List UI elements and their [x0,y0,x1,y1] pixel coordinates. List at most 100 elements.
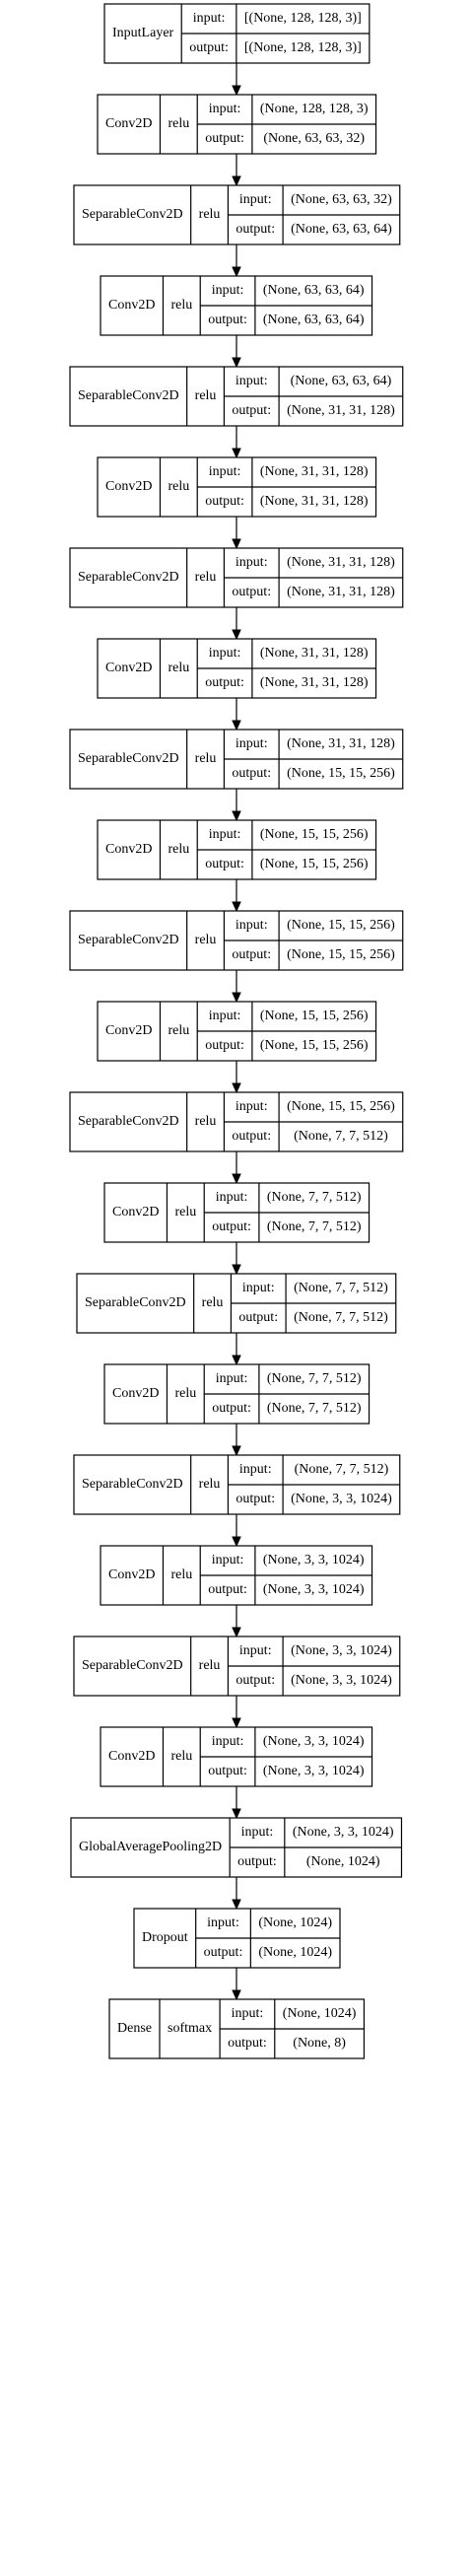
output-shape: (None, 7, 7, 512) [267,1219,362,1234]
output-label: output: [232,947,271,962]
arrowhead [232,538,241,550]
output-shape: (None, 31, 31, 128) [287,585,395,599]
arrowhead [232,1627,241,1638]
layer-node: GlobalAveragePooling2Dinput:output:(None… [70,1817,403,1878]
output-shape: (None, 15, 15, 256) [260,857,369,871]
layer-activation: relu [195,933,217,947]
layer-name: SeparableConv2D [82,1477,183,1492]
output-label: output: [232,403,271,418]
output-shape: (None, 3, 3, 1024) [263,1764,365,1778]
arrowhead [232,1173,241,1185]
input-label: input: [236,918,268,933]
input-shape: (None, 7, 7, 512) [295,1462,389,1477]
arrowhead [232,720,241,731]
output-label: output: [208,1582,247,1597]
input-label: input: [209,646,241,661]
layer-node: Conv2D relu input: output: (None, 7, 7, 512)… [103,1182,371,1243]
input-shape: (None, 3, 3, 1024) [263,1734,365,1749]
layer-name: Conv2D [112,1205,159,1219]
arrowhead [232,1989,241,2001]
layer-activation: relu [174,1205,196,1219]
layer-activation: relu [170,1567,192,1582]
output-shape: (None, 1024) [306,1854,380,1869]
input-label: input: [236,1099,268,1114]
output-label: output: [208,313,247,327]
output-label: output: [205,857,244,871]
layer-name: SeparableConv2D [82,207,183,222]
input-label: input: [209,102,241,116]
arrowhead [232,629,241,641]
input-label: input: [239,1643,272,1658]
input-shape: (None, 1024) [283,2006,357,2021]
output-label: output: [236,1492,275,1506]
input-label: input: [212,283,244,298]
layer-name: SeparableConv2D [78,1114,179,1129]
output-label: output: [236,222,275,237]
input-shape: (None, 31, 31, 128) [287,736,395,751]
output-shape: (None, 7, 7, 512) [267,1401,362,1416]
layer-activation: relu [195,570,217,585]
layer-activation: relu [202,1295,224,1310]
layer-name: Dense [117,2021,152,2036]
layer-name: Conv2D [105,842,152,857]
output-shape: (None, 15, 15, 256) [260,1038,369,1053]
input-shape: (None, 31, 31, 128) [260,646,369,661]
layer-activation: relu [195,1114,217,1129]
layer-name: Conv2D [105,479,152,494]
layer-activation: relu [170,298,192,313]
layer-activation: softmax [168,2021,212,2036]
output-label: output: [236,1673,275,1688]
input-label: input: [209,1009,241,1023]
layer-node: Conv2D relu input: output: (None, 63, 63, 64… [100,275,373,336]
output-shape: (None, 63, 63, 64) [291,222,392,237]
arrowhead [232,266,241,278]
input-label: input: [212,1553,244,1567]
layer-activation: relu [168,116,189,131]
output-label: output: [228,2036,267,2051]
layer-name: GlobalAveragePooling2D [79,1840,222,1854]
output-label: output: [212,1401,251,1416]
arrowhead [232,175,241,187]
input-label: input: [209,827,241,842]
layer-name: Dropout [142,1930,188,1945]
layer-name: SeparableConv2D [78,570,179,585]
input-shape: [(None, 128, 128, 3)] [244,11,362,26]
layer-activation: relu [168,479,189,494]
input-shape: (None, 128, 128, 3) [260,102,369,116]
arrowhead [232,1808,241,1820]
output-shape: (None, 31, 31, 128) [260,494,369,509]
arrowhead [232,1717,241,1729]
output-label: output: [237,1854,277,1869]
input-shape: (None, 1024) [258,1915,332,1930]
output-label: output: [205,675,244,690]
output-label: output: [205,494,244,509]
input-label: input: [242,1281,275,1295]
layer-name: SeparableConv2D [82,1658,183,1673]
output-label: output: [189,40,229,55]
output-shape: (None, 63, 63, 32) [263,131,365,146]
output-shape: [(None, 128, 128, 3)] [244,40,362,55]
output-label: output: [212,1219,251,1234]
output-label: output: [232,766,271,781]
output-shape: (None, 63, 63, 64) [263,313,365,327]
layer-name: SeparableConv2D [78,388,179,403]
layer-activation: relu [199,1658,221,1673]
layer-name: Conv2D [108,298,155,313]
input-label: input: [216,1190,248,1205]
arrowhead [232,810,241,822]
layer-name: SeparableConv2D [85,1295,186,1310]
layer-name: SeparableConv2D [78,933,179,947]
arrowhead [232,85,241,97]
output-shape: (None, 3, 3, 1024) [291,1492,392,1506]
output-shape: (None, 7, 7, 512) [294,1129,388,1144]
input-shape: (None, 15, 15, 256) [260,1009,369,1023]
